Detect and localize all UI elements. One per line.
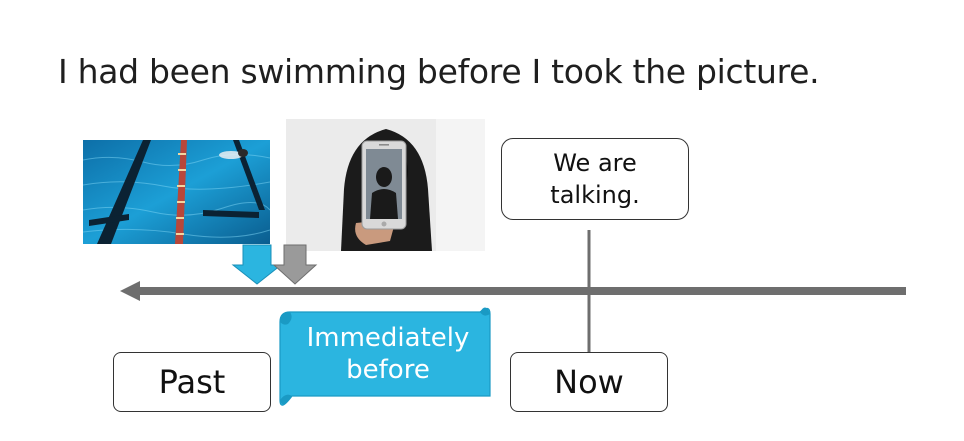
bubble-line-2: talking.	[550, 179, 639, 211]
immediately-before-label: Immediately before	[288, 316, 488, 392]
now-label: Now	[554, 363, 624, 401]
past-label: Past	[159, 363, 226, 401]
we-are-talking-bubble: We are talking.	[501, 138, 689, 220]
scroll-line-2: before	[346, 354, 430, 387]
past-label-box: Past	[113, 352, 271, 412]
picture-marker-arrow	[274, 245, 316, 284]
timeline-arrowhead-past	[120, 281, 140, 301]
scroll-line-1: Immediately	[307, 322, 470, 355]
bubble-line-1: We are	[550, 147, 639, 179]
now-label-box: Now	[510, 352, 668, 412]
